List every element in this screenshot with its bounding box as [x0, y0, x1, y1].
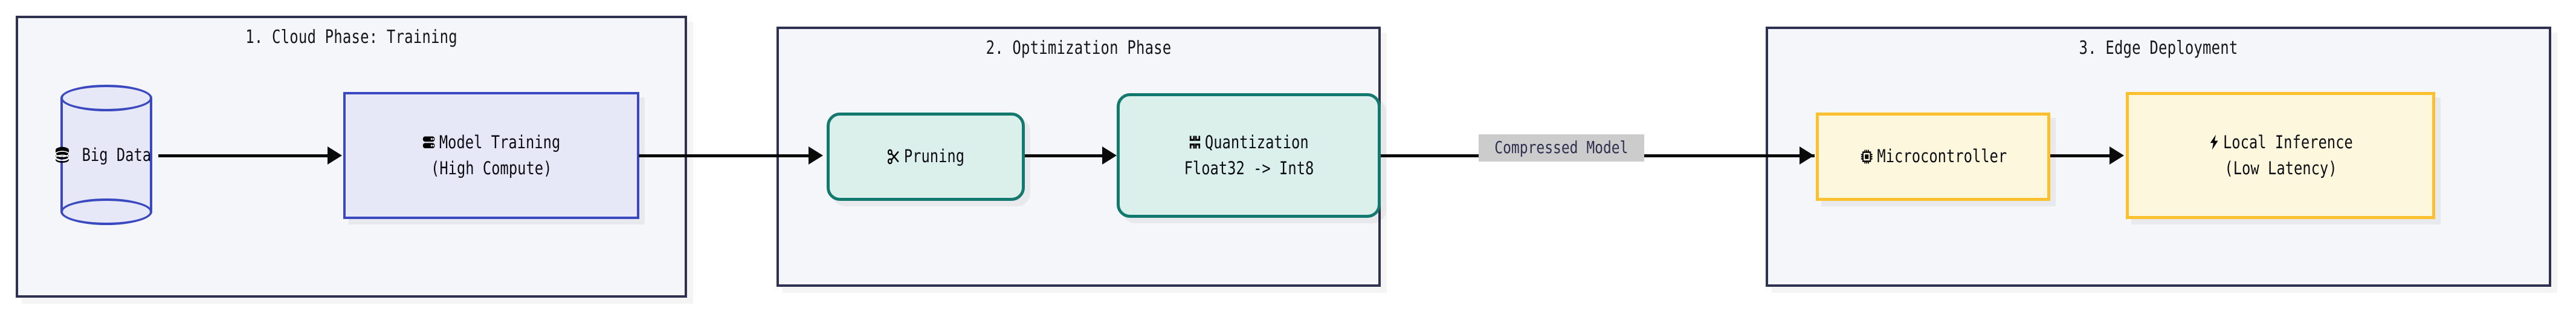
edge-label-compressed-model-text: Compressed Model	[1494, 137, 1629, 157]
node-label-microcontroller-text: Microcontroller	[1876, 146, 2007, 167]
lightning-bolt-icon	[2209, 134, 2219, 151]
scissors-icon	[887, 148, 901, 165]
node-label-model-training: Model Training	[422, 130, 561, 155]
node-local-inference[interactable]: Local Inference (Low Latency)	[2126, 92, 2435, 219]
cluster-title-cloud-phase: 1. Cloud Phase: Training	[245, 27, 457, 48]
node-label-pruning: Pruning	[887, 144, 965, 169]
node-label-big-data: Big Data	[54, 145, 152, 165]
node-label-local-inference-text: Local Inference	[2223, 131, 2353, 152]
cylinder-top-ellipse	[60, 85, 152, 111]
node-quantization[interactable]: Quantization Float32 -> Int8	[1117, 93, 1381, 218]
node-label-pruning-text: Pruning	[904, 146, 965, 167]
arrowhead-to-quantization	[1102, 146, 1117, 165]
arrowhead-to-local-inference	[2110, 146, 2124, 165]
node-sublabel-quantization: Float32 -> Int8	[1184, 158, 1314, 178]
compress-icon	[1189, 134, 1201, 150]
edge-label-compressed-model: Compressed Model	[1479, 134, 1644, 162]
server-icon	[422, 134, 436, 151]
node-label-model-training-text: Model Training	[439, 131, 561, 152]
cylinder-body	[60, 97, 152, 212]
cpu-chip-icon	[1859, 148, 1873, 165]
node-sublabel-model-training: (High Compute)	[430, 158, 552, 178]
node-model-training[interactable]: Model Training (High Compute)	[343, 92, 639, 219]
arrowhead-to-pruning	[809, 146, 823, 165]
node-label-quantization-text: Quantization	[1205, 131, 1309, 152]
node-microcontroller[interactable]: Microcontroller	[1816, 113, 2050, 201]
arrowhead-to-microcontroller	[1800, 146, 1814, 165]
database-icon	[54, 146, 70, 163]
edge-microcontroller-to-local-inference	[2050, 154, 2111, 157]
node-sublabel-local-inference: (Low Latency)	[2224, 158, 2337, 178]
node-label-big-data-text: Big Data	[82, 145, 151, 165]
node-label-quantization: Quantization	[1189, 130, 1309, 155]
edge-model-training-to-pruning	[639, 154, 810, 157]
node-label-microcontroller: Microcontroller	[1859, 144, 2007, 169]
node-pruning[interactable]: Pruning	[827, 113, 1025, 201]
edge-big-data-to-model-training	[158, 154, 329, 157]
node-big-data[interactable]: Big Data	[54, 85, 152, 225]
cluster-title-optimization-phase: 2. Optimization Phase	[986, 38, 1172, 59]
node-label-local-inference: Local Inference	[2209, 130, 2353, 155]
cluster-title-edge-deployment: 3. Edge Deployment	[2079, 38, 2238, 59]
cylinder-bottom-ellipse	[60, 198, 152, 225]
edge-pruning-to-quantization	[1025, 154, 1103, 157]
arrowhead-to-model-training	[328, 146, 342, 165]
